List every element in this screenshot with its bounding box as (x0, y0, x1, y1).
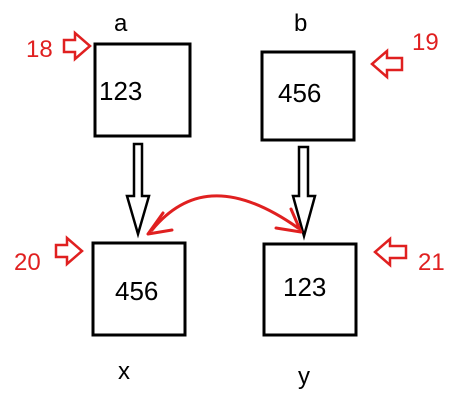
marker-y-number: 21 (418, 249, 445, 276)
swap-arrowhead-right (274, 207, 303, 234)
marker-b-number: 19 (412, 29, 439, 56)
box-y (262, 242, 358, 337)
box-x-value: 456 (115, 276, 158, 306)
box-b-name: b (294, 10, 307, 37)
box-a-name: a (114, 10, 128, 37)
box-x-name: x (118, 358, 130, 385)
box-y-name: y (298, 363, 310, 390)
box-x (91, 241, 187, 337)
marker-a-number: 18 (26, 36, 53, 63)
marker-x-arrow-icon (54, 235, 84, 267)
marker-y-arrow-icon (373, 236, 408, 268)
marker-b-arrow-icon (370, 48, 404, 80)
copy-arrow-a-to-x (125, 142, 151, 239)
box-b-value: 456 (278, 78, 321, 108)
box-y-value: 123 (283, 272, 326, 302)
copy-arrow-b-to-y (291, 145, 317, 241)
box-a (93, 42, 192, 138)
swap-arrowhead-left (146, 211, 174, 236)
swap-curve (150, 194, 300, 232)
marker-x-number: 20 (14, 249, 41, 276)
box-b (260, 50, 356, 142)
box-a-value: 123 (99, 76, 142, 106)
marker-a-arrow-icon (62, 30, 92, 62)
